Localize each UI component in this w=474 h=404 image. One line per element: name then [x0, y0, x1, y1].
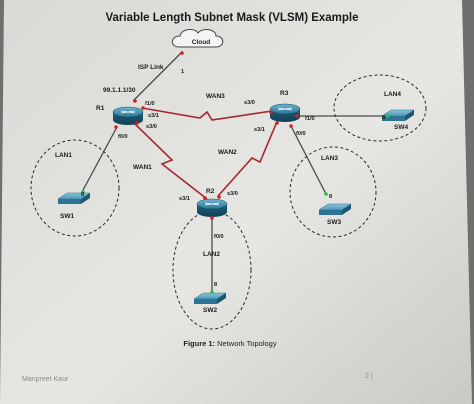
- r1-port-f1-0: f1/0: [145, 101, 155, 107]
- r2-port-f0-0: f0/0: [214, 234, 224, 240]
- r3-name-label: R3: [280, 90, 289, 97]
- switch-sw1-icon[interactable]: [57, 192, 91, 204]
- footer-author: Manpreet Kaur: [22, 376, 69, 383]
- sw2-label: SW2: [203, 307, 217, 314]
- r2-port-s3-1: s3/1: [179, 196, 190, 202]
- links: [81, 51, 394, 292]
- cloud-label: Cloud: [192, 39, 210, 46]
- router-r2-icon[interactable]: [196, 198, 228, 217]
- figure-caption-text: Network Topology: [215, 339, 277, 348]
- sw4-port-label: 8: [382, 115, 385, 121]
- wan2-label: WAN2: [218, 149, 237, 156]
- sw1-port-label: 8: [81, 192, 84, 198]
- figure-caption: Figure 1: Network Topology: [183, 339, 276, 348]
- wan3-line: [141, 107, 273, 121]
- wan2-line: [217, 123, 277, 197]
- r2-port-s3-0: s3/0: [227, 191, 238, 197]
- sw4-label: SW4: [394, 124, 408, 131]
- lan2-label: LAN2: [203, 251, 220, 258]
- r1-address-label: 99.1.1.1/30: [103, 87, 136, 94]
- wan1-label: WAN1: [133, 164, 152, 171]
- r1-name-label: R1: [96, 105, 105, 112]
- isp-link-label: ISP Link: [138, 64, 164, 71]
- r3-port-f0-0: f0/0: [296, 131, 306, 137]
- isp-port-label: 1: [181, 69, 184, 75]
- lan3-boundary: [289, 146, 377, 238]
- lan3-label: LAN3: [321, 155, 338, 162]
- router-r1-icon[interactable]: [112, 106, 144, 125]
- sw1-label: SW1: [60, 213, 74, 220]
- switch-sw3-icon[interactable]: [318, 203, 352, 215]
- link-endpoints: [81, 51, 390, 294]
- sw3-label: SW3: [327, 219, 341, 226]
- diagram-title: Variable Length Subnet Mask (VLSM) Examp…: [105, 12, 358, 24]
- cloud-icon: [171, 28, 224, 48]
- lan1-boundary: [30, 139, 120, 237]
- r1-port-s3-0: s3/0: [146, 124, 157, 130]
- switch-sw4-icon[interactable]: [381, 109, 415, 121]
- r3-sw3-line: [290, 125, 327, 195]
- footer-page-number: 2 |: [365, 373, 373, 380]
- wan3-label: WAN3: [206, 93, 225, 100]
- switch-sw2-icon[interactable]: [193, 292, 227, 304]
- r3-port-s3-0: s3/0: [244, 100, 255, 106]
- lan4-label: LAN4: [384, 91, 401, 98]
- lan1-label: LAN1: [55, 152, 72, 159]
- r1-port-s3-1: s3/1: [148, 113, 159, 119]
- r3-port-s3-1: s3/1: [254, 127, 265, 133]
- lan4-boundary: [333, 74, 427, 142]
- wan1-line: [134, 123, 208, 200]
- r3-port-f1-0: f1/0: [305, 116, 315, 122]
- r2-name-label: R2: [206, 188, 215, 195]
- r1-sw1-line: [81, 126, 118, 193]
- isp-link-line: [132, 51, 183, 102]
- r1-port-f0-0: f0/0: [118, 134, 128, 140]
- figure-caption-prefix: Figure 1:: [183, 339, 215, 348]
- router-r3-icon[interactable]: [269, 103, 301, 122]
- sw2-port-label: 8: [214, 282, 217, 288]
- sw3-port-label: 8: [329, 194, 332, 200]
